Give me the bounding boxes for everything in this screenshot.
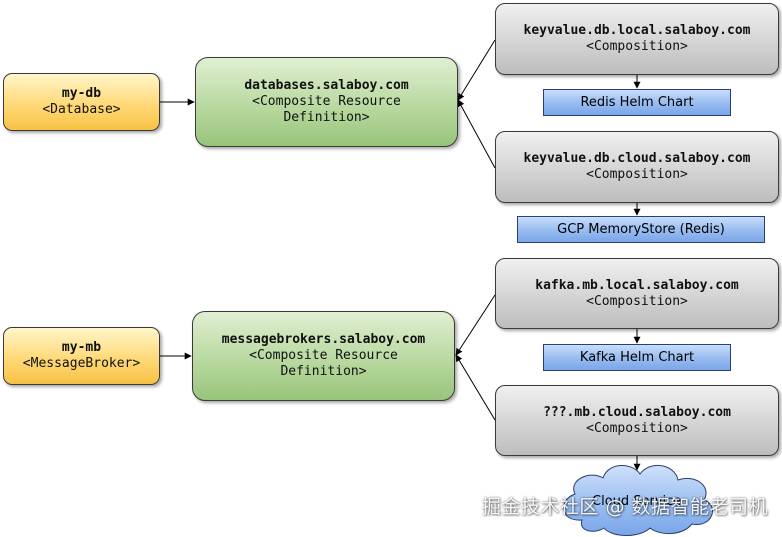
composition-mb-cloud-name: ???.mb.cloud.salaboy.com (543, 404, 731, 420)
xrd-messagebrokers-name: messagebrokers.salaboy.com (221, 332, 426, 347)
claim-my-db-name: my-db (61, 86, 102, 101)
claim-my-db[interactable]: my-db <Database> (3, 73, 160, 131)
edge-mb-cloud-to-mb-xrd (455, 354, 496, 421)
resource-redis-helm-chart[interactable]: Redis Helm Chart (543, 89, 731, 116)
xrd-databases-name: databases.salaboy.com (244, 78, 409, 93)
composition-keyvalue-local[interactable]: keyvalue.db.local.salaboy.com <Compositi… (495, 3, 779, 75)
composition-keyvalue-local-kind: <Composition> (586, 39, 688, 54)
resource-kafka-helm-chart-label: Kafka Helm Chart (579, 350, 695, 365)
composition-mb-cloud-kind: <Composition> (586, 420, 688, 436)
xrd-databases[interactable]: databases.salaboy.com <Composite Resourc… (195, 57, 458, 147)
resource-gcp-memorystore[interactable]: GCP MemoryStore (Redis) (517, 216, 765, 243)
composition-kafka-local[interactable]: kafka.mb.local.salaboy.com <Composition> (495, 258, 779, 329)
composition-keyvalue-cloud[interactable]: keyvalue.db.cloud.salaboy.com <Compositi… (495, 131, 779, 203)
watermark: 掘金技术社区 @ 数据智能老司机 (481, 496, 768, 518)
composition-keyvalue-cloud-name: keyvalue.db.cloud.salaboy.com (523, 151, 751, 166)
edge-kv-local-to-databases-xrd (457, 39, 496, 101)
composition-mb-cloud[interactable]: ???.mb.cloud.salaboy.com <Composition> (495, 385, 779, 456)
xrd-messagebrokers[interactable]: messagebrokers.salaboy.com <Composite Re… (192, 311, 455, 401)
composition-kafka-local-name: kafka.mb.local.salaboy.com (535, 277, 739, 293)
xrd-messagebrokers-kind: <Composite Resource Definition> (249, 348, 398, 379)
composition-keyvalue-local-name: keyvalue.db.local.salaboy.com (523, 23, 751, 38)
edge-kafka-local-to-mb-xrd (455, 294, 496, 356)
edge-kv-cloud-to-databases-xrd (457, 99, 496, 169)
claim-my-mb[interactable]: my-mb <MessageBroker> (3, 327, 160, 385)
claim-my-db-kind: <Database> (42, 102, 121, 117)
claim-my-mb-name: my-mb (61, 340, 102, 355)
xrd-databases-kind: <Composite Resource Definition> (252, 94, 401, 125)
claim-my-mb-kind: <MessageBroker> (22, 356, 141, 371)
resource-redis-helm-chart-label: Redis Helm Chart (580, 95, 694, 110)
cloud-shape (563, 465, 713, 536)
resource-kafka-helm-chart[interactable]: Kafka Helm Chart (543, 344, 731, 371)
composition-keyvalue-cloud-kind: <Composition> (586, 167, 688, 182)
resource-cloud-service-label: Cloud Service (592, 494, 682, 509)
composition-kafka-local-kind: <Composition> (586, 293, 688, 309)
resource-gcp-memorystore-label: GCP MemoryStore (Redis) (557, 222, 725, 237)
